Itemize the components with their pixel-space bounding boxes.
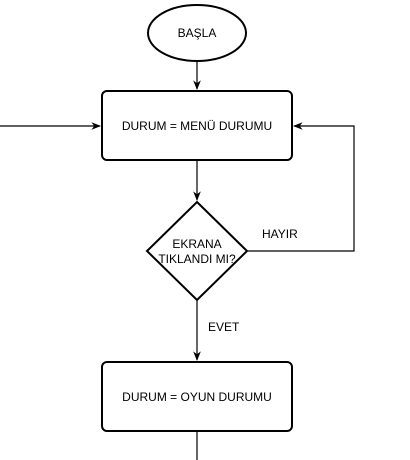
yes-label: EVET [208,320,240,334]
decision-label-line1: EKRANA [172,237,221,251]
start-node-label: BAŞLA [178,26,217,40]
menu-state-label: DURUM = MENÜ DURUMU [122,119,272,133]
game-state-label: DURUM = OYUN DURUMU [122,390,272,404]
no-label: HAYIR [262,227,298,241]
arrow-no-loop [247,122,355,252]
decision-label-line2: TIKLANDI MI? [158,252,236,266]
decision-diamond [145,200,249,302]
